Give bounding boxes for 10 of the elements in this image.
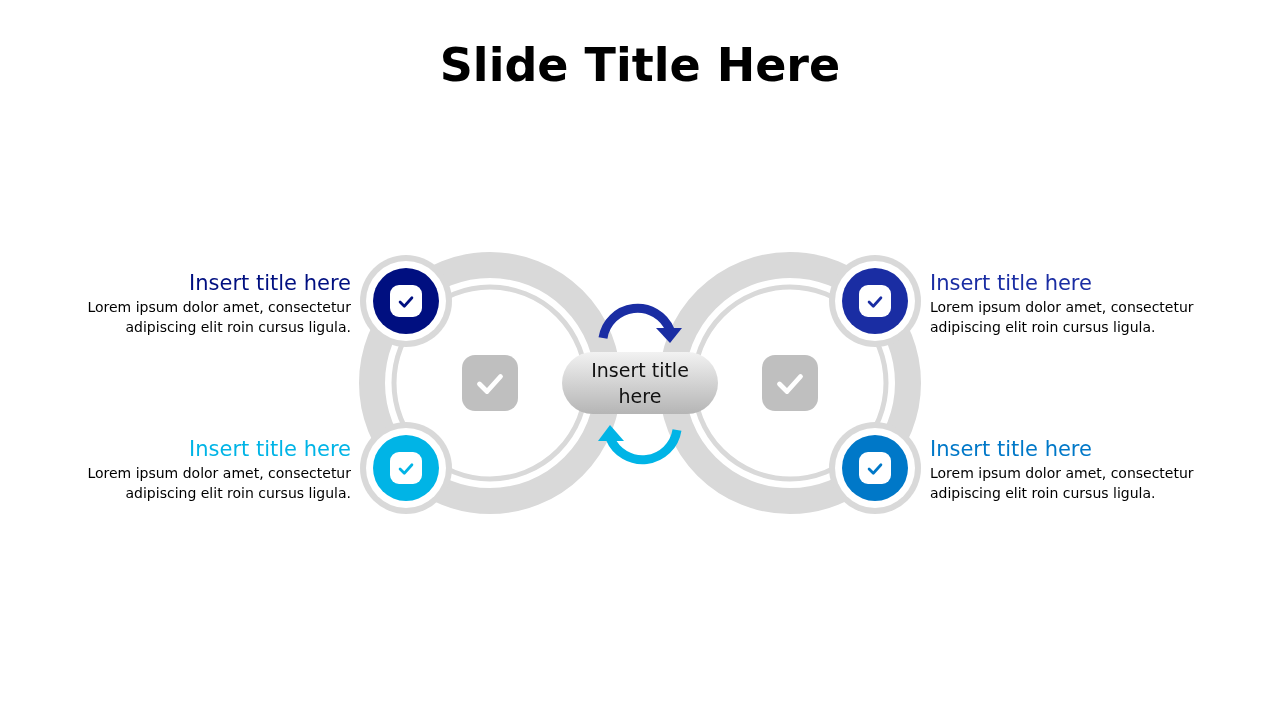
pill-label: Insert title here	[590, 358, 690, 409]
item-description: Lorem ipsum dolor amet, consectetur adipiscing elit roin cursus ligula.	[86, 298, 351, 337]
item-title: Insert title here	[930, 436, 1093, 462]
item-description: Lorem ipsum dolor amet, consectetur adipiscing elit roin cursus ligula.	[930, 298, 1195, 337]
item-description: Lorem ipsum dolor amet, consectetur adipiscing elit roin cursus ligula.	[930, 464, 1195, 503]
slide-title: Slide Title Here	[438, 38, 842, 92]
item-title: Insert title here	[930, 270, 1093, 296]
item-title: Insert title here	[188, 436, 351, 462]
item-title: Insert title here	[188, 270, 351, 296]
item-description: Lorem ipsum dolor amet, consectetur adipiscing elit roin cursus ligula.	[86, 464, 351, 503]
